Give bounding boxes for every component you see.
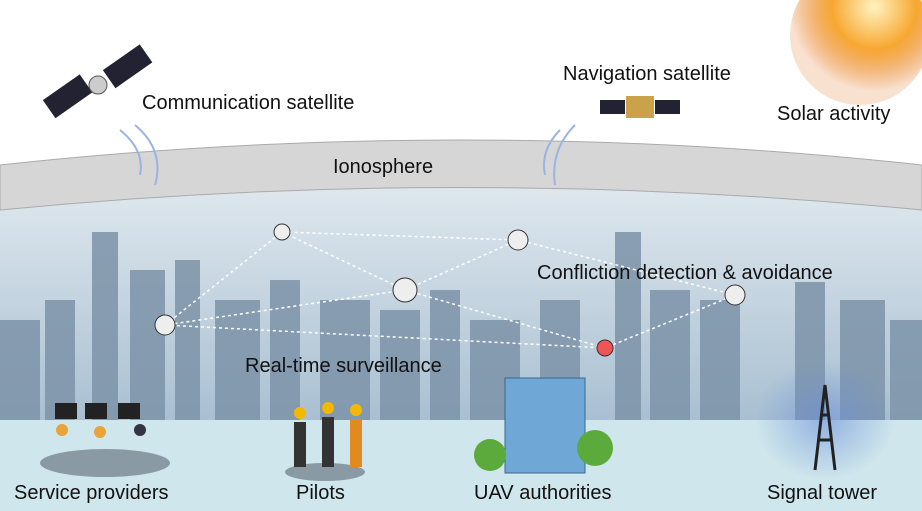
pilots-icon xyxy=(294,402,362,467)
label-uav-authorities: UAV authorities xyxy=(474,482,612,504)
drone-links xyxy=(164,231,738,349)
sun-icon xyxy=(790,0,922,105)
ionosphere-band xyxy=(0,139,922,211)
signal-waves xyxy=(119,124,576,186)
uav-authority-building xyxy=(504,377,586,474)
label-solar-activity: Solar activity xyxy=(777,103,891,125)
label-communication-satellite: Communication satellite xyxy=(142,92,355,114)
signal-tower-icon xyxy=(813,384,837,471)
label-service-providers: Service providers xyxy=(14,482,169,504)
tower-glow xyxy=(755,360,895,480)
label-ionosphere: Ionosphere xyxy=(333,156,434,178)
label-pilots: Pilots xyxy=(296,482,345,504)
label-signal-tower: Signal tower xyxy=(767,482,878,504)
label-navigation-satellite: Navigation satellite xyxy=(563,63,731,85)
drone-icons xyxy=(154,223,746,357)
label-confliction: Confliction detection & avoidance xyxy=(537,262,833,284)
service-providers-icon xyxy=(55,403,146,438)
communication-satellite-icon xyxy=(42,44,153,119)
label-surveillance: Real-time surveillance xyxy=(245,355,442,377)
navigation-satellite-icon xyxy=(600,96,680,118)
